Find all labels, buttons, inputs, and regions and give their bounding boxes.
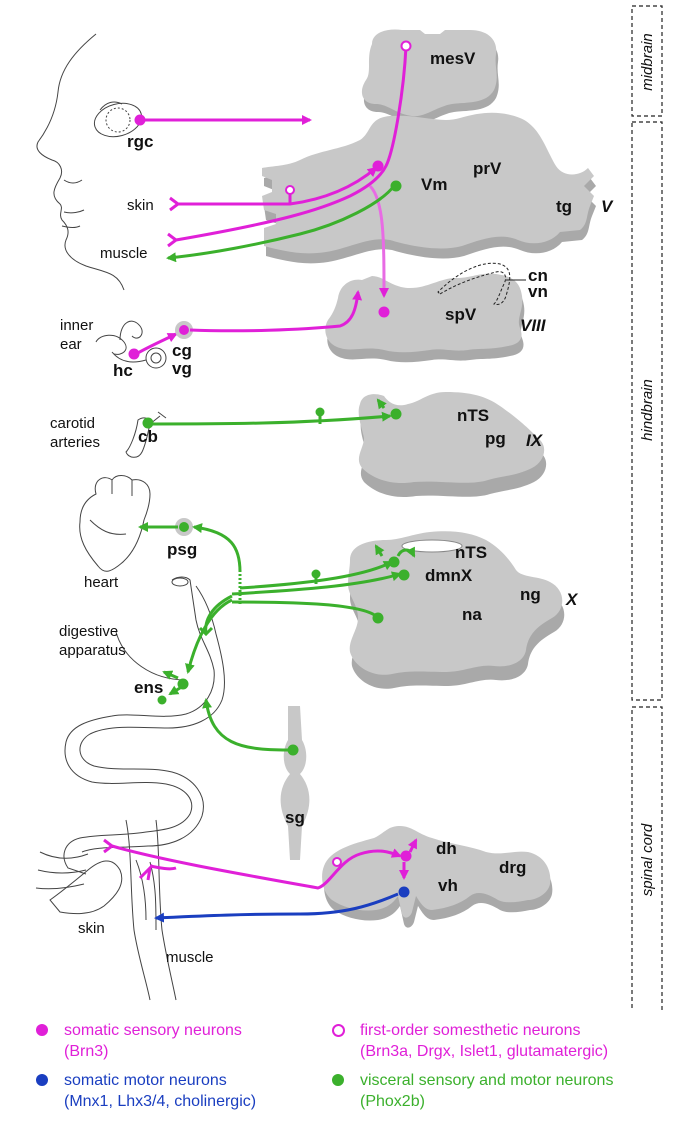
- midbrain-label: midbrain: [639, 33, 656, 91]
- V-label: V: [601, 197, 614, 216]
- vn-label: vn: [528, 282, 548, 301]
- inner-label: inner: [60, 317, 93, 334]
- filled-dot-icon: [332, 1074, 344, 1086]
- prV-label: prV: [473, 159, 502, 178]
- muscle-ending: [167, 232, 179, 248]
- na-label: na: [462, 605, 482, 624]
- sg-label: sg: [285, 808, 305, 827]
- apparatus-label: apparatus: [59, 642, 126, 659]
- hindbrain-box: [631, 121, 663, 701]
- region-boxes: midbrain hindbrain spinal cord: [631, 5, 663, 1010]
- mesV-afferent: [175, 45, 408, 242]
- Vm-motor-axon: [166, 185, 396, 263]
- ens-neuron: [177, 678, 189, 690]
- dh-label: dh: [436, 839, 457, 858]
- pg-neuron: [315, 407, 325, 417]
- na-neuron: [372, 612, 384, 624]
- filled-dot-icon: [36, 1024, 48, 1036]
- ng-neuron: [311, 569, 321, 579]
- skin-face-label: skin: [127, 197, 154, 214]
- spV-descending: [368, 184, 389, 298]
- vg-label: vg: [172, 359, 192, 378]
- cg-label: cg: [172, 341, 192, 360]
- section-v: prV Vm tg V: [262, 112, 614, 264]
- rgc-neuron: [134, 114, 146, 126]
- spinal-cord-section: dh drg vh: [322, 826, 553, 928]
- heart-drawing: [79, 475, 151, 572]
- carotid-label: carotid: [50, 415, 95, 432]
- sympathetic-axon: [202, 698, 289, 752]
- digestive-label: digestive: [59, 623, 118, 640]
- ng-label: ng: [520, 585, 541, 604]
- cb-label: cb: [138, 427, 158, 446]
- rgc-label: rgc: [127, 132, 153, 151]
- drg-label: drg: [499, 858, 526, 877]
- cn-label: cn: [528, 266, 548, 285]
- Vm-label: Vm: [421, 175, 447, 194]
- spinal-sensory-axon: [111, 844, 402, 890]
- tg-label: tg: [556, 197, 572, 216]
- mesV-label: mesV: [430, 49, 476, 68]
- Vm-neuron: [390, 180, 402, 192]
- spinal-motor-axon: [154, 892, 399, 923]
- tg-firstorder-neuron: [285, 185, 295, 195]
- spinal-cord-label: spinal cord: [639, 823, 656, 896]
- filled-dot-icon: [36, 1074, 48, 1086]
- peripheral-labels: rgc skin muscle inner ear hc cg vg carot…: [50, 132, 214, 966]
- vh-motor-neuron: [398, 886, 410, 898]
- carotid-afferent: [151, 411, 392, 426]
- spinal-cord-box: [631, 706, 663, 1010]
- skin-ending: [169, 196, 181, 212]
- X-label: X: [565, 590, 579, 609]
- spV-label: spV: [445, 305, 477, 324]
- dmnX-neuron: [398, 569, 410, 581]
- VIII-label: VIII: [520, 316, 547, 335]
- section-ix: nTS pg IX: [358, 392, 547, 498]
- mesV-neuron: [400, 40, 412, 52]
- hindbrain-label: hindbrain: [639, 379, 656, 441]
- digestive-drawing: [63, 576, 225, 875]
- spV-neuron: [378, 306, 390, 318]
- sympathetic-chain: sg: [280, 706, 310, 860]
- skin-limb-label: skin: [78, 920, 105, 937]
- nTS-ix-neuron: [390, 408, 402, 420]
- hc-neuron: [128, 348, 140, 360]
- prV-neuron: [372, 160, 384, 172]
- cb-neuron: [142, 417, 154, 429]
- open-dot-icon: [332, 1024, 345, 1037]
- midbrain-box: [631, 5, 663, 117]
- section-x: nTS dmnX ng X na: [348, 531, 579, 689]
- ear-label: ear: [60, 336, 82, 353]
- ens-label: ens: [134, 678, 163, 697]
- heart-label: heart: [84, 574, 119, 591]
- hc-label: hc: [113, 361, 133, 380]
- midbrain-section: mesV: [361, 29, 499, 125]
- pg-label: pg: [485, 429, 506, 448]
- muscle-limb-label: muscle: [166, 949, 214, 966]
- vh-label: vh: [438, 876, 458, 895]
- IX-label: IX: [526, 431, 544, 450]
- sg-neuron: [287, 744, 299, 756]
- vestibulocochlear-axon: [189, 290, 363, 333]
- muscle-face-label: muscle: [100, 245, 148, 262]
- legend: somatic sensory neurons (Brn3) first-ord…: [0, 1010, 685, 1127]
- nTS-ix-label: nTS: [457, 406, 489, 425]
- limb-drawing: [35, 819, 177, 1001]
- neuron-diagram: midbrain hindbrain spinal cord mesV prV …: [35, 5, 663, 1010]
- dmnX-label: dmnX: [425, 566, 473, 585]
- inner-ear-drawing: [95, 320, 167, 369]
- drg-firstorder-neuron: [332, 857, 342, 867]
- nTS-x-label: nTS: [455, 543, 487, 562]
- arteries-label: arteries: [50, 434, 100, 451]
- face-drawing: [36, 33, 143, 291]
- section-viii: cn vn spV VIII: [325, 262, 548, 363]
- nTS-x-neuron: [388, 556, 400, 568]
- dh-neuron: [400, 850, 412, 862]
- psg-label: psg: [167, 540, 197, 559]
